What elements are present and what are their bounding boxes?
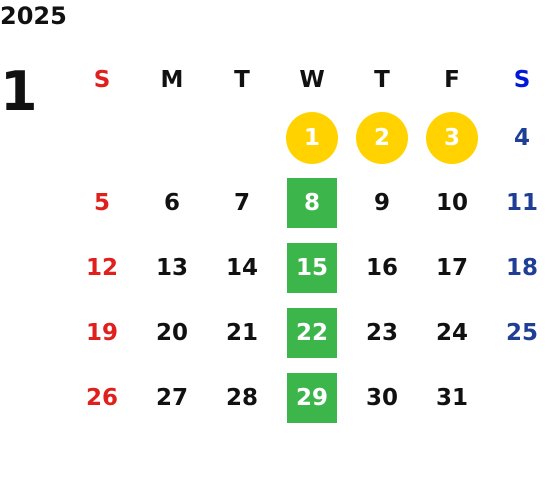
day-number: 15 (287, 242, 337, 293)
day-cell: 29 (277, 365, 347, 430)
day-number: 5 (93, 189, 110, 216)
day-cell: 10 (417, 170, 487, 235)
day-cell: 31 (417, 365, 487, 430)
week-row: 26 27 28 29 30 31 (67, 365, 548, 430)
day-cell: 28 (207, 365, 277, 430)
day-cell: 20 (137, 300, 207, 365)
day-number: 14 (225, 254, 258, 281)
day-number: 26 (85, 384, 118, 411)
weekday-monday: M (160, 67, 184, 93)
day-number: 25 (505, 319, 538, 346)
day-cell: 7 (207, 170, 277, 235)
day-cell: 30 (347, 365, 417, 430)
day-number: 1 (286, 111, 338, 164)
day-number: 23 (365, 319, 398, 346)
weekday-header-row: S M T W T F S (67, 55, 548, 105)
day-cell: 1 (277, 105, 347, 170)
day-cell: 23 (347, 300, 417, 365)
weekday-tuesday: T (234, 67, 250, 93)
day-cell: 18 (487, 235, 548, 300)
day-cell: 5 (67, 170, 137, 235)
day-number: 19 (85, 319, 118, 346)
day-number: 9 (373, 189, 390, 216)
day-number: 18 (505, 254, 538, 281)
day-number: 10 (435, 189, 468, 216)
day-cell: 8 (277, 170, 347, 235)
day-number: 22 (287, 307, 337, 358)
day-number: 2 (356, 111, 408, 164)
day-cell: 11 (487, 170, 548, 235)
day-cell: 14 (207, 235, 277, 300)
day-number: 29 (287, 372, 337, 423)
weekday-thursday: T (374, 67, 390, 93)
day-cell: 15 (277, 235, 347, 300)
day-cell: 27 (137, 365, 207, 430)
weekday-saturday: S (513, 67, 531, 93)
week-row: 12 13 14 15 16 17 18 (67, 235, 548, 300)
day-number: 8 (287, 177, 337, 228)
day-cell: 19 (67, 300, 137, 365)
day-number: 11 (505, 189, 538, 216)
weekday-sunday: S (93, 67, 111, 93)
day-number: 17 (435, 254, 468, 281)
day-number: 30 (365, 384, 398, 411)
day-number: 12 (85, 254, 118, 281)
day-number: 21 (225, 319, 258, 346)
day-cell: 21 (207, 300, 277, 365)
day-cell: 2 (347, 105, 417, 170)
day-number: 24 (435, 319, 468, 346)
day-cell: 22 (277, 300, 347, 365)
day-number: 3 (426, 111, 478, 164)
weekday-wednesday: W (299, 67, 325, 93)
day-cell: 12 (67, 235, 137, 300)
day-number: 7 (233, 189, 250, 216)
day-cell: 16 (347, 235, 417, 300)
empty-cell (137, 105, 207, 170)
day-cell: 9 (347, 170, 417, 235)
day-cell: 3 (417, 105, 487, 170)
day-number: 4 (513, 124, 530, 151)
week-row: 5 6 7 8 9 10 11 (67, 170, 548, 235)
empty-cell (487, 365, 548, 430)
day-cell: 6 (137, 170, 207, 235)
day-cell: 17 (417, 235, 487, 300)
empty-cell (207, 105, 277, 170)
day-cell: 25 (487, 300, 548, 365)
weekday-friday: F (444, 67, 460, 93)
month-label: 1 (0, 60, 38, 123)
day-cell: 26 (67, 365, 137, 430)
day-number: 6 (163, 189, 180, 216)
week-row: 19 20 21 22 23 24 25 (67, 300, 548, 365)
day-number: 27 (155, 384, 188, 411)
day-number: 31 (435, 384, 468, 411)
day-cell: 13 (137, 235, 207, 300)
day-cell: 4 (487, 105, 548, 170)
day-number: 16 (365, 254, 398, 281)
day-number: 13 (155, 254, 188, 281)
empty-cell (67, 105, 137, 170)
day-cell: 24 (417, 300, 487, 365)
day-number: 20 (155, 319, 188, 346)
year-label: 2025 (0, 2, 67, 30)
day-number: 28 (225, 384, 258, 411)
